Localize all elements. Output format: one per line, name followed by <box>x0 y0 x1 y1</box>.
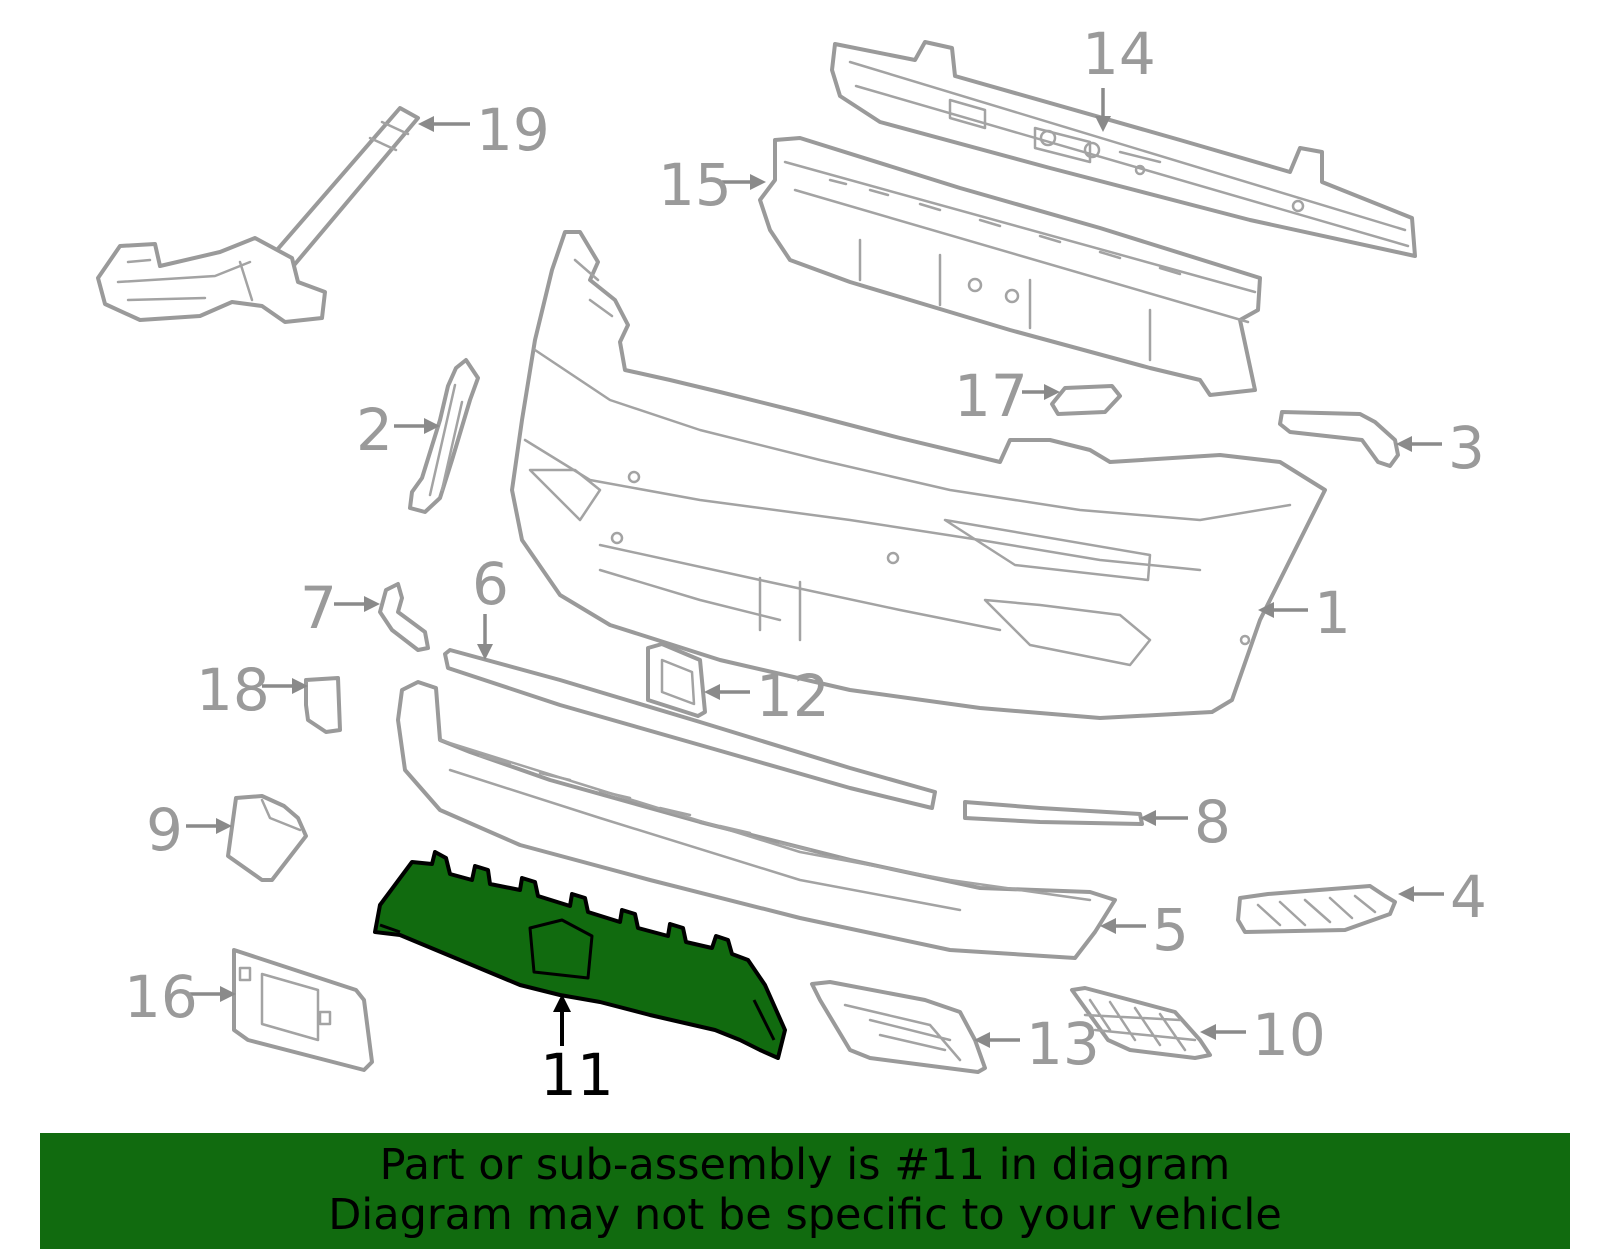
part-17-bracket <box>1050 384 1122 416</box>
part-2-side-support <box>408 358 480 514</box>
part-6-strip <box>443 648 937 810</box>
part-9-bracket <box>226 794 308 882</box>
callout-16: 16 <box>124 963 198 1031</box>
part-19-tow-hook <box>96 106 420 324</box>
banner-line-2: Diagram may not be specific to your vehi… <box>328 1190 1282 1240</box>
callout-9: 9 <box>146 796 183 864</box>
part-4-side-grille <box>1236 884 1397 934</box>
callout-leaders <box>186 88 1444 1048</box>
part-10-grille-insert <box>1070 986 1212 1060</box>
callout-4: 4 <box>1450 863 1487 931</box>
callout-12: 12 <box>756 662 830 730</box>
part-11-highlighted-part <box>373 850 787 1060</box>
part-14-reinforcement-bar <box>830 40 1417 258</box>
callout-19: 19 <box>476 96 550 164</box>
callout-labels: 19 14 15 17 2 3 6 7 1 18 12 9 8 4 5 16 1… <box>124 20 1487 1109</box>
part-8-trim-strip <box>963 800 1144 826</box>
callout-18: 18 <box>196 656 270 724</box>
callout-6: 6 <box>472 550 509 618</box>
part-18-clip <box>304 676 342 734</box>
part-12-bezel <box>646 642 707 718</box>
callout-1: 1 <box>1314 579 1351 647</box>
callout-3: 3 <box>1448 414 1485 482</box>
callout-5: 5 <box>1152 896 1189 964</box>
part-16-license-bracket <box>232 948 374 1072</box>
callout-8: 8 <box>1194 788 1231 856</box>
info-banner: Part or sub-assembly is #11 in diagram D… <box>40 1133 1570 1249</box>
part-5-lower-valance <box>396 680 1117 960</box>
callout-7: 7 <box>300 574 337 642</box>
callout-2: 2 <box>356 396 393 464</box>
part-15-energy-absorber <box>758 136 1262 397</box>
part-3-side-bracket <box>1278 410 1400 468</box>
callout-13: 13 <box>1026 1010 1100 1078</box>
callout-11: 11 <box>540 1041 614 1109</box>
callout-14: 14 <box>1082 20 1156 88</box>
callout-10: 10 <box>1252 1001 1326 1069</box>
banner-line-1: Part or sub-assembly is #11 in diagram <box>379 1140 1231 1190</box>
part-7-clip <box>378 582 430 652</box>
callout-11-leader <box>553 994 571 1046</box>
part-13-fog-bezel <box>810 980 987 1074</box>
callout-17: 17 <box>954 362 1028 430</box>
callout-15: 15 <box>658 151 732 219</box>
part-1-bumper-cover <box>510 230 1327 720</box>
